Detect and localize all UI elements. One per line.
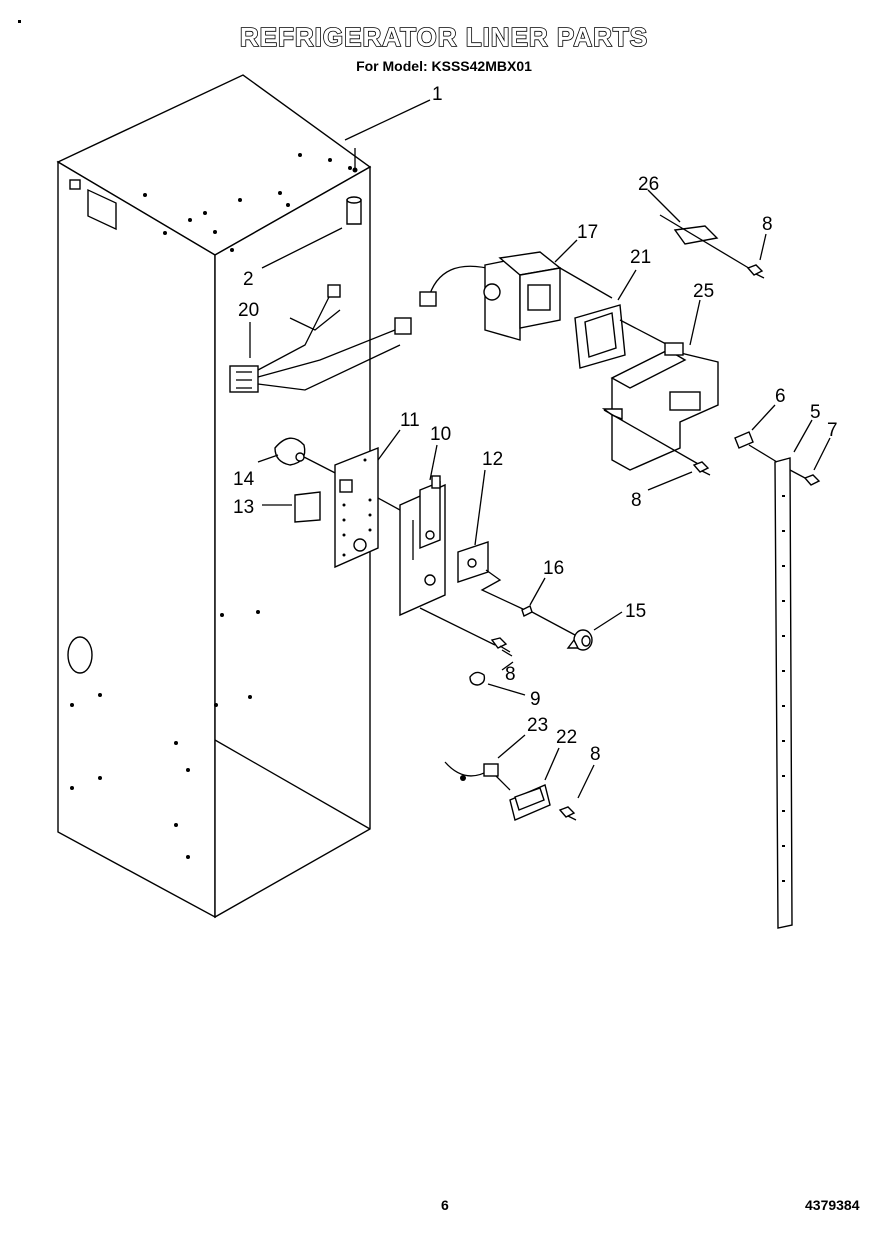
callout-21: 21 [630,247,651,268]
callout-11: 11 [400,410,420,431]
callout-labels: 1 2 20 11 10 12 14 13 16 15 8 9 23 22 8 … [233,84,838,765]
document-number: 4379384 [805,1197,860,1213]
part-13-label [294,491,321,523]
liner-cabinet [56,74,372,919]
part-11-bracket [334,446,401,569]
part-6-clip [734,431,778,463]
page-title: REFRIGERATOR LINER PARTS [239,21,649,53]
part-8-screw-center [490,637,513,657]
callout-7: 7 [827,420,838,441]
callout-10: 10 [430,424,451,445]
callout-16: 16 [543,558,564,579]
callout-22: 22 [556,727,577,748]
part-26-spring-clip [659,214,753,271]
part-2-sensor [346,196,362,225]
callout-26: 26 [638,174,659,195]
callout-13: 13 [233,497,254,518]
leader-lines [249,99,831,799]
callout-8-upper: 8 [762,214,773,235]
callout-9: 9 [530,689,541,710]
callout-14: 14 [233,469,255,490]
part-15-knob [566,629,593,651]
callout-8-center: 8 [505,664,516,685]
callout-6: 6 [775,386,786,407]
callout-2: 2 [243,269,254,290]
part-14-knob [274,437,346,479]
callout-5: 5 [810,402,821,423]
callout-8-lower: 8 [590,744,601,765]
part-5-shelf-ladder [774,457,793,929]
part-17-damper-control [419,251,613,341]
part-12-gasket [457,541,526,611]
callout-20: 20 [238,300,259,321]
part-22-light-socket [509,784,551,821]
callout-15: 15 [625,601,646,622]
part-9-plug [469,671,486,686]
part-8-screw-upper [746,264,765,279]
part-8-screw-duct [692,461,711,476]
part-21-gasket [574,304,669,369]
callout-23: 23 [527,715,548,736]
callout-8-duct: 8 [631,490,642,511]
part-10-thermostat-bracket [399,475,496,646]
part-16-clip [521,605,576,636]
callout-25: 25 [693,281,714,302]
part-7-screw [789,469,821,486]
corner-mark [18,20,21,23]
part-1-screw [352,148,358,173]
part-20-wire-harness [229,284,412,393]
page-number: 6 [441,1197,449,1213]
part-25-duct [601,342,719,471]
callout-12: 12 [482,449,503,470]
callout-17: 17 [577,222,598,243]
part-23-wire [444,761,511,791]
part-8-screw-lower [558,806,577,821]
model-subtitle: For Model: KSSS42MBX01 [356,58,532,74]
callout-1: 1 [432,84,443,105]
